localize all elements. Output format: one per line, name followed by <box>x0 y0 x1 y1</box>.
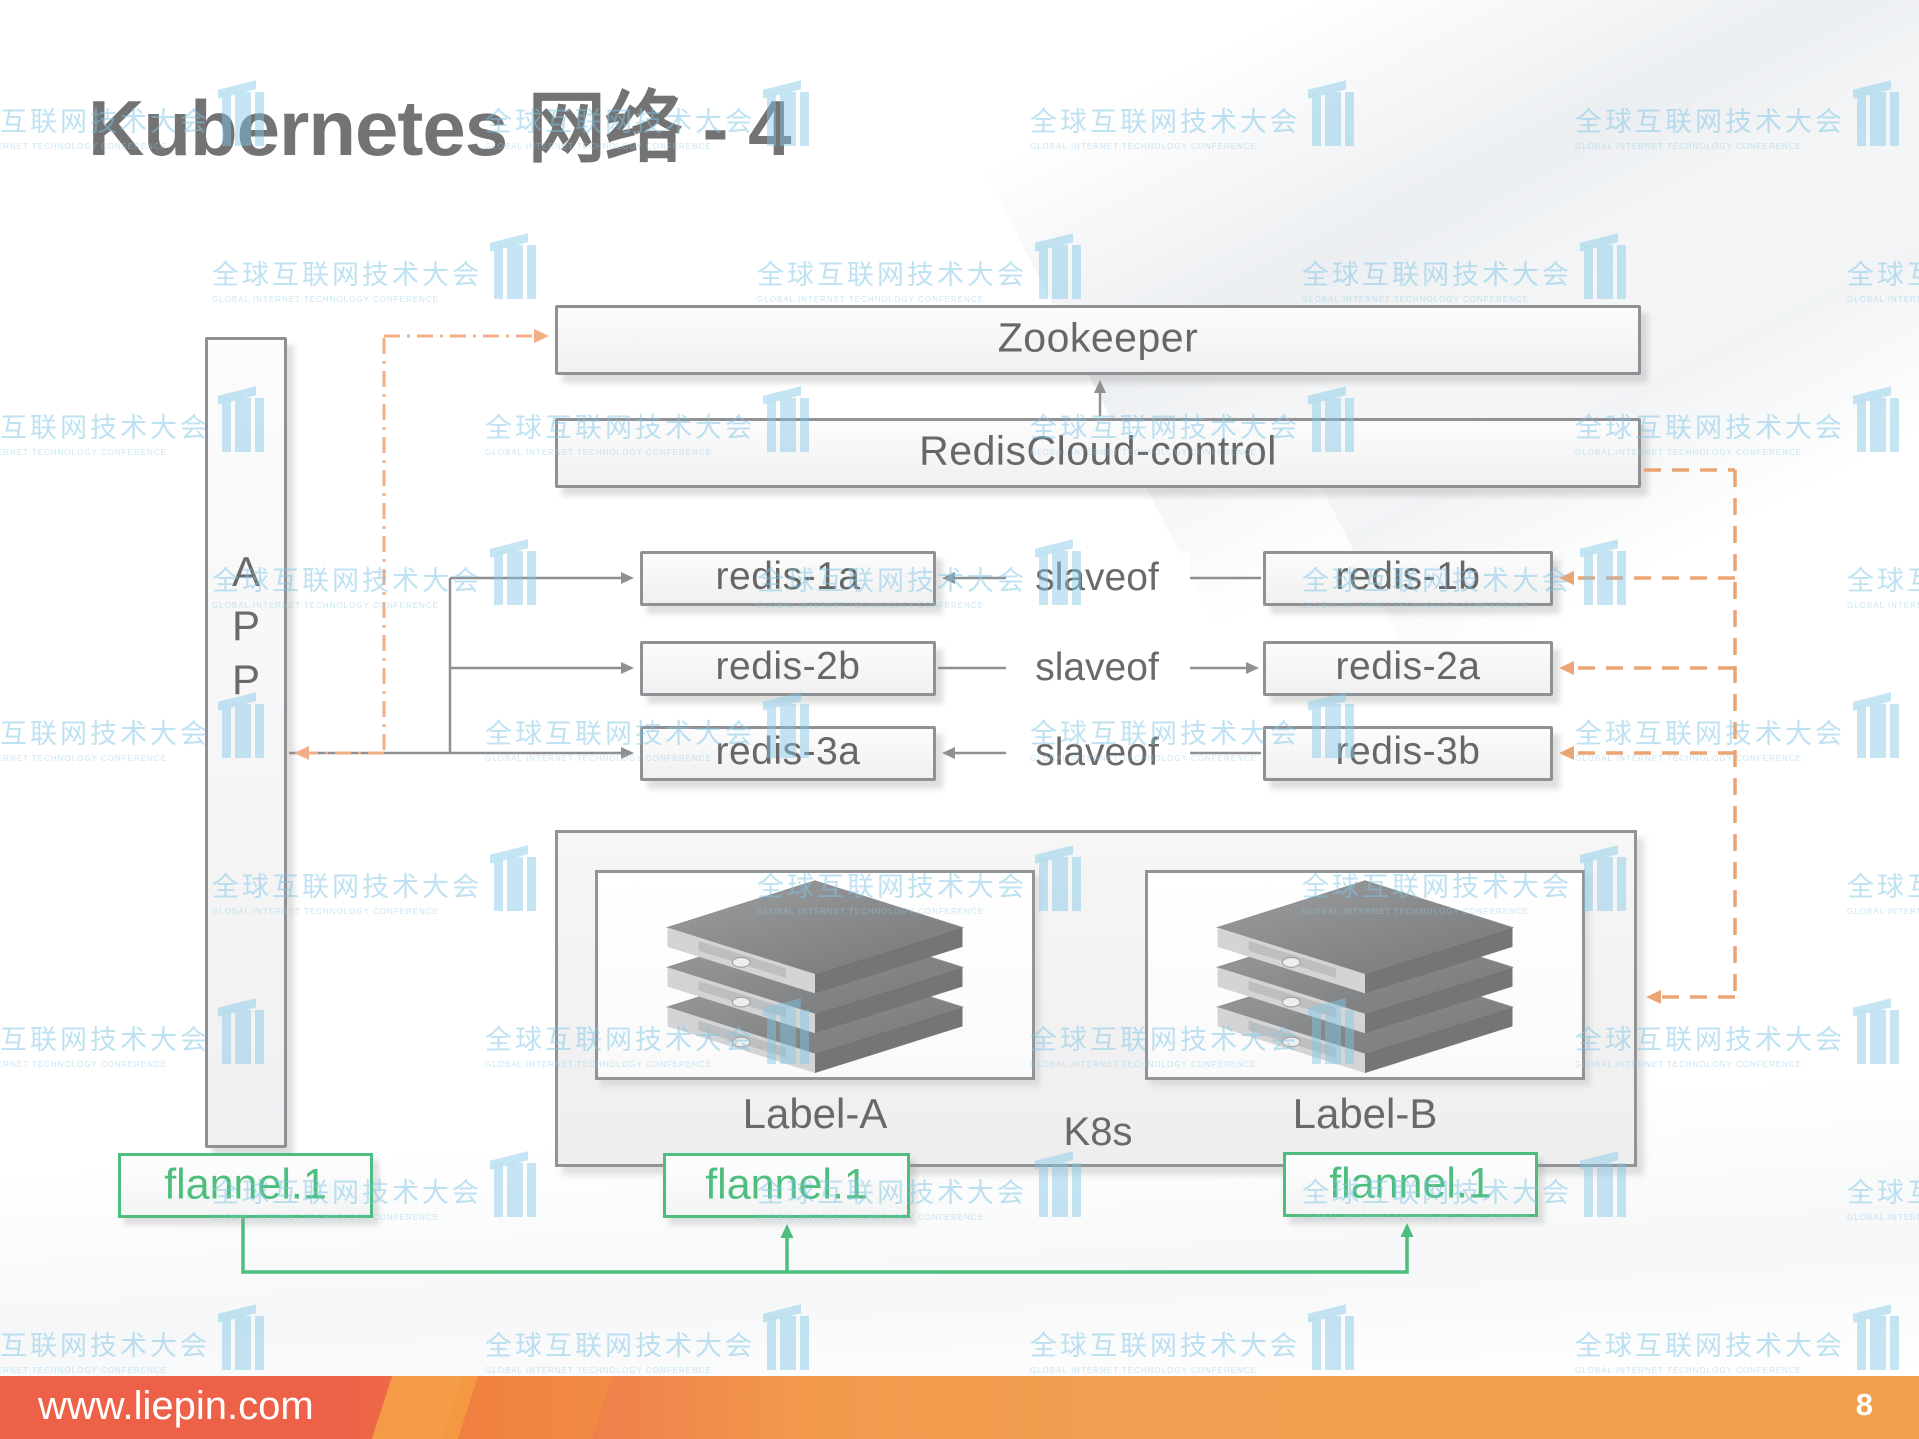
app-label: A P P <box>231 548 260 703</box>
redis-2b-box: redis-2b <box>640 641 936 696</box>
flannel-box-node-a: flannel.1 <box>663 1153 910 1218</box>
node-a-box <box>595 870 1035 1080</box>
slide-title: Kubernetes 网络 - 4 <box>88 84 791 172</box>
k8s-label: K8s <box>1063 1110 1133 1154</box>
flannel-box-node-b: flannel.1 <box>1283 1152 1538 1217</box>
app-box: A P P <box>205 337 287 1148</box>
redis-3a-box: redis-3a <box>640 726 936 781</box>
slaveof-label-3: slaveof <box>1004 728 1190 778</box>
flannel-box-app: flannel.1 <box>118 1153 373 1218</box>
redis-3b-box: redis-3b <box>1263 726 1553 781</box>
redis-1a-box: redis-1a <box>640 551 936 606</box>
redis-2a-box: redis-2a <box>1263 641 1553 696</box>
node-b-box <box>1145 870 1585 1080</box>
page-number: 8 <box>1855 1387 1873 1422</box>
footer-url: www.liepin.com <box>38 1384 314 1428</box>
node-b-label: Label-B <box>1292 1090 1438 1137</box>
node-a-label: Label-A <box>742 1090 888 1137</box>
slaveof-label-2: slaveof <box>1004 643 1190 693</box>
footer-bar: www.liepin.com 8 <box>0 1376 1919 1439</box>
